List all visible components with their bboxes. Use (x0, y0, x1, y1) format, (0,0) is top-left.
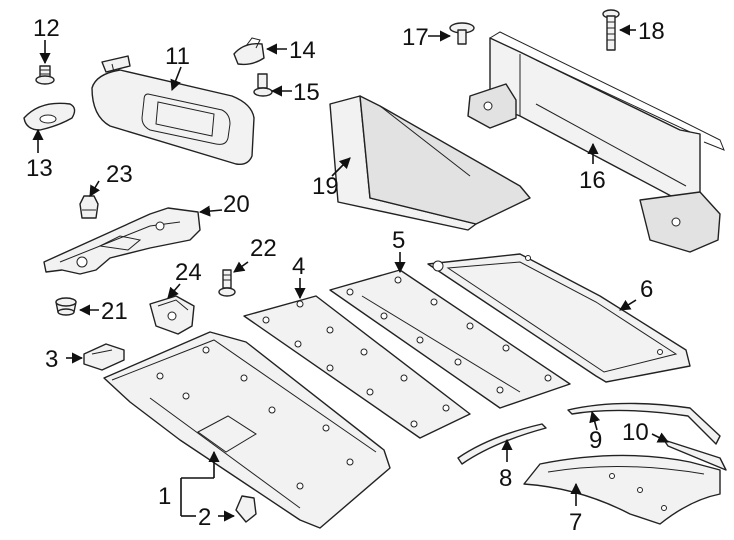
callout-5: 5 (392, 227, 405, 254)
part-8-strip (457, 423, 547, 465)
leader-24 (167, 283, 181, 299)
leader-10 (651, 432, 670, 443)
leader-11 (170, 66, 182, 92)
leader-19 (331, 157, 351, 177)
part-19-tray (329, 95, 531, 231)
part-11-sun-visor (91, 55, 255, 166)
callout-18: 18 (638, 18, 665, 45)
leader-6 (619, 299, 637, 311)
part-7-rear-trim (523, 454, 721, 525)
part-4-panel (243, 295, 471, 439)
callout-10: 10 (622, 419, 649, 446)
part-20-trim-panel (43, 207, 201, 275)
callout-6: 6 (640, 276, 653, 303)
callout-2: 2 (198, 504, 211, 531)
part-13-clip (23, 102, 76, 131)
part-17-rivet (449, 22, 475, 45)
part-18-bolt (602, 9, 620, 51)
callout-12: 12 (33, 15, 60, 42)
part-5-panel (329, 269, 571, 409)
callout-3: 3 (45, 346, 58, 373)
part-24-bracket (149, 295, 195, 335)
callout-1: 1 (158, 483, 171, 510)
part-9-strip (567, 402, 721, 445)
part-21-bushing (55, 297, 77, 316)
callout-17: 17 (402, 24, 429, 51)
leader-22 (233, 261, 249, 273)
callout-16: 16 (579, 167, 606, 194)
callout-21: 21 (101, 298, 128, 325)
callout-24: 24 (175, 259, 202, 286)
leader-20 (198, 205, 223, 217)
callout-8: 8 (499, 465, 512, 492)
part-16-blind-assembly (467, 31, 725, 253)
callout-22: 22 (250, 235, 277, 262)
part-12-screw (35, 65, 55, 85)
callout-15: 15 (293, 79, 320, 106)
part-6-frame (427, 253, 691, 383)
part-2-clip (235, 495, 257, 523)
part-1-headliner (103, 331, 391, 529)
part-3-clip (83, 343, 125, 371)
part-10-strip (663, 439, 727, 471)
leader-9 (589, 410, 601, 431)
leader-23 (89, 180, 100, 197)
part-15-screw (253, 73, 273, 97)
part-22-screw (218, 269, 236, 297)
callout-13: 13 (26, 155, 53, 182)
callout-4: 4 (292, 253, 305, 280)
callout-11: 11 (165, 43, 190, 70)
part-14-hook (233, 37, 265, 66)
callout-14: 14 (289, 37, 316, 64)
callout-7: 7 (569, 509, 582, 536)
callout-9: 9 (589, 427, 602, 454)
part-23-clip (79, 195, 99, 219)
callout-20: 20 (223, 191, 250, 218)
callout-23: 23 (106, 161, 133, 188)
callout-19: 19 (312, 173, 339, 200)
